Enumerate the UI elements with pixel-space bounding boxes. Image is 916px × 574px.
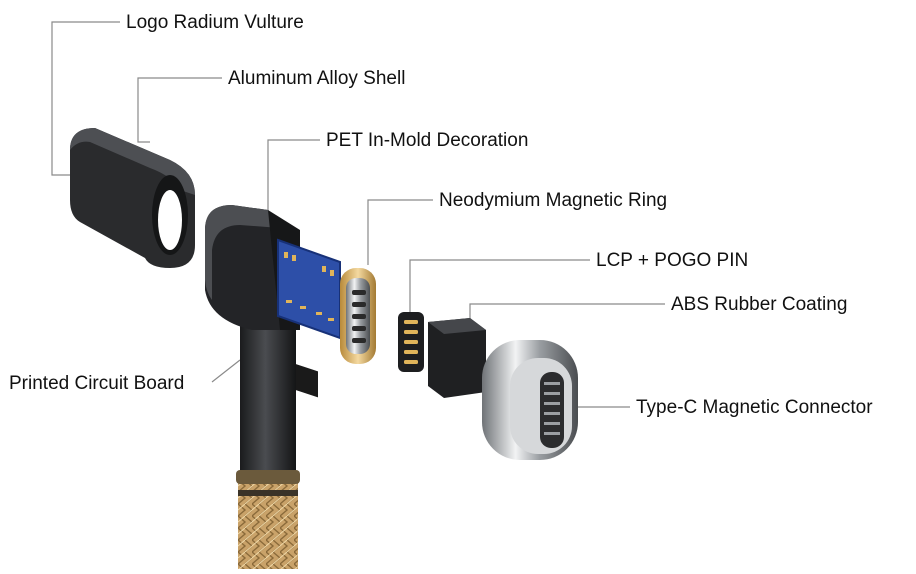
label-aluminum-alloy-shell: Aluminum Alloy Shell: [228, 68, 406, 89]
leader-lines: [51, 21, 665, 408]
leader-pet: [267, 139, 320, 214]
leader-logo: [51, 21, 120, 176]
typec-connector-illustration: [482, 340, 578, 460]
label-abs-rubber-coating: ABS Rubber Coating: [671, 294, 848, 315]
magnetic-ring-illustration: [340, 268, 376, 364]
cable-body-illustration: [205, 205, 300, 569]
leader-abs: [469, 303, 665, 322]
leader-shell: [137, 77, 222, 143]
label-type-c-magnetic-connector: Type-C Magnetic Connector: [636, 397, 873, 418]
label-pet-in-mold-decoration: PET In-Mold Decoration: [326, 130, 529, 151]
pogo-pin-illustration: [398, 312, 424, 372]
aluminum-shell-illustration: [70, 128, 195, 268]
leader-lcp: [409, 259, 590, 318]
label-lcp-pogo-pin: LCP + POGO PIN: [596, 250, 749, 271]
label-printed-circuit-board: Printed Circuit Board: [9, 373, 185, 394]
leader-pcb: [211, 359, 241, 383]
label-neodymium-magnetic-ring: Neodymium Magnetic Ring: [439, 190, 668, 211]
label-logo-radium-vulture: Logo Radium Vulture: [126, 12, 304, 33]
abs-coating-illustration: [428, 318, 486, 398]
leader-magnet: [367, 199, 433, 265]
